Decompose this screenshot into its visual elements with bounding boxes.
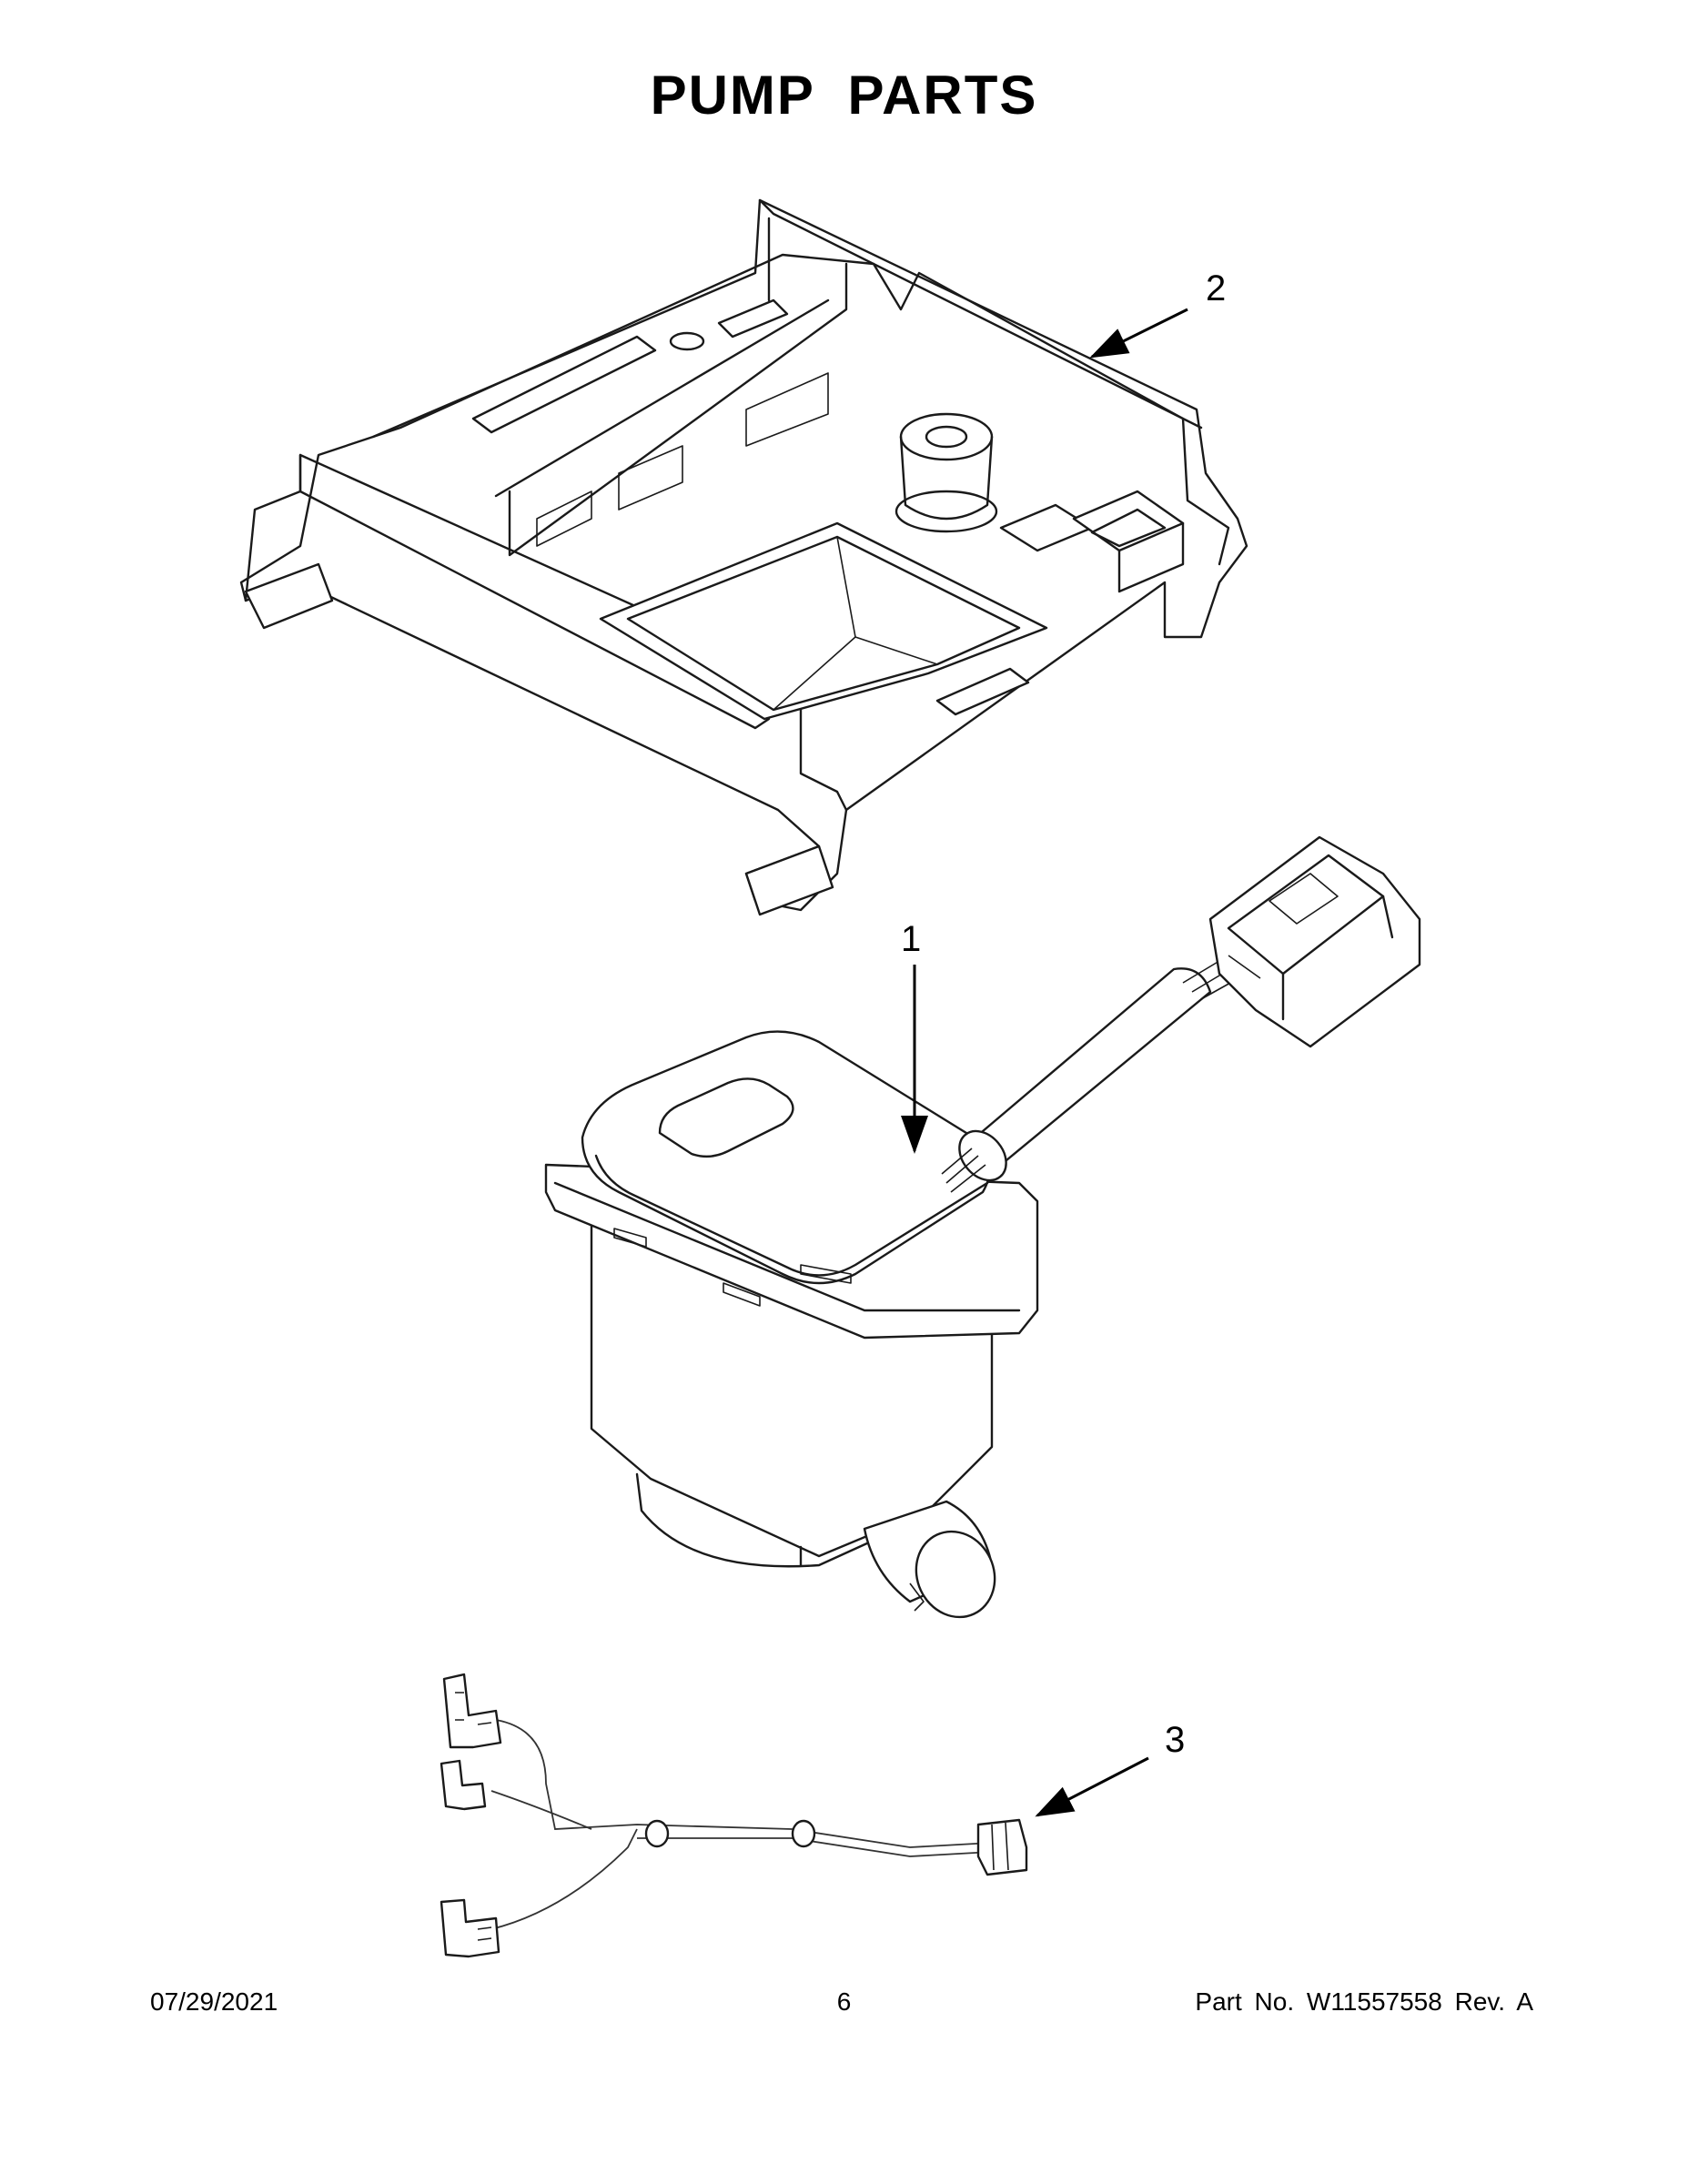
callout-2-arrow	[1089, 308, 1188, 359]
footer-part-number: Part No. W11557558 Rev. A	[1195, 1987, 1533, 2016]
callout-3-label: 3	[1165, 1720, 1185, 1760]
pump-motor-part-1	[544, 835, 1421, 1619]
callout-leaders	[901, 308, 1188, 1817]
footer-page-number: 6	[836, 1987, 852, 2016]
wire-harness-part-3	[440, 1673, 1028, 1958]
footer-date: 07/29/2021	[150, 1987, 278, 2016]
pump-housing-part-2	[239, 198, 1248, 916]
callout-1-label: 1	[901, 919, 921, 959]
page-title: PUMP PARTS	[650, 65, 1038, 126]
callout-3-arrow	[1035, 1756, 1149, 1817]
callout-2-label: 2	[1206, 268, 1226, 308]
